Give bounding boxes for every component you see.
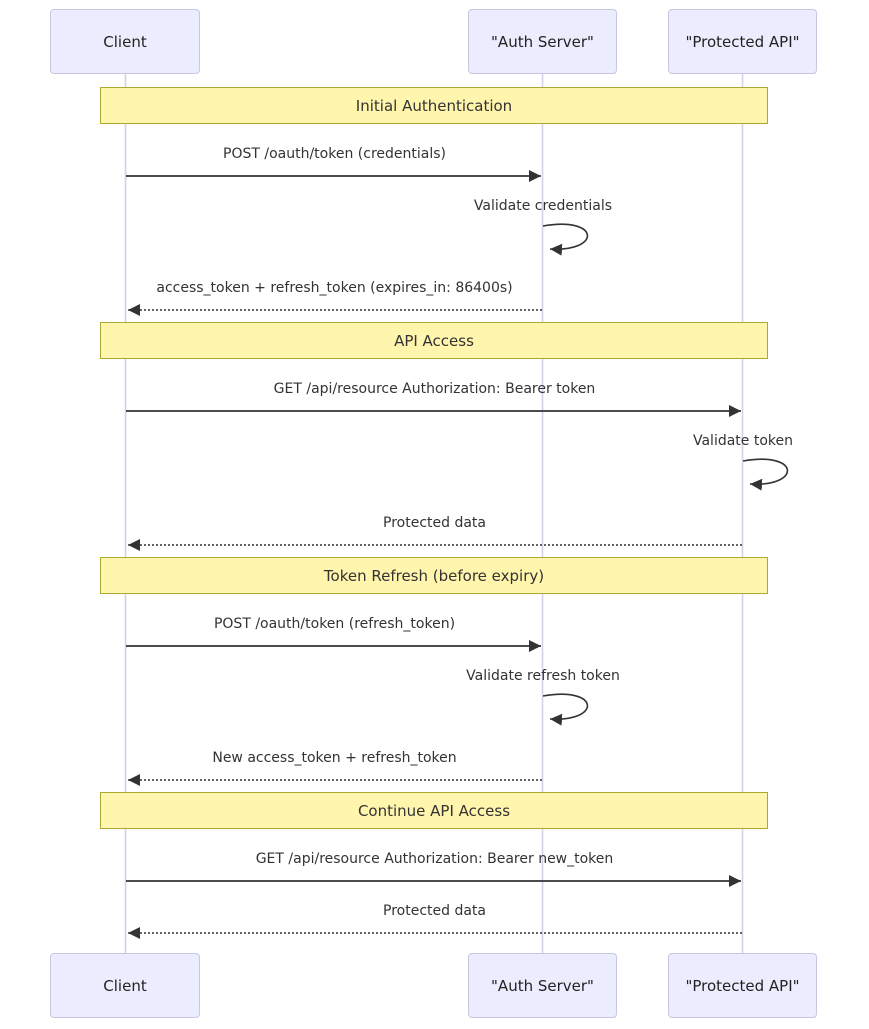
message-label-get-api-resource: GET /api/resource Authorization: Bearer … <box>273 381 596 397</box>
actor-client-bottom: Client <box>50 953 200 1018</box>
actor-client-bottom-label: Client <box>103 976 147 995</box>
section-label: API Access <box>394 331 474 350</box>
message-label-get-api-resource-new-token: GET /api/resource Authorization: Bearer … <box>255 851 614 867</box>
actor-auth-server-bottom: "Auth Server" <box>468 953 617 1018</box>
message-label-protected-data: Protected data <box>383 515 486 531</box>
message-label-validate-refresh-token: Validate refresh token <box>466 668 620 684</box>
actor-client-top: Client <box>50 9 200 74</box>
actor-protected-api-bottom-label: "Protected API" <box>685 976 800 995</box>
message-label-access-token-return: access_token + refresh_token (expires_in… <box>156 280 513 296</box>
actor-auth-server-top-label: "Auth Server" <box>491 32 594 51</box>
message-label-validate-token: Validate token <box>692 433 794 449</box>
actor-auth-server-bottom-label: "Auth Server" <box>491 976 594 995</box>
message-label-post-oauth-refresh: POST /oauth/token (refresh_token) <box>213 616 456 632</box>
section-label: Continue API Access <box>357 801 511 820</box>
message-label-validate-credentials: Validate credentials <box>473 198 613 214</box>
message-label-new-tokens-return: New access_token + refresh_token <box>212 750 457 766</box>
section-band-initial-authentication: Initial Authentication <box>100 87 768 124</box>
actor-protected-api-bottom: "Protected API" <box>668 953 817 1018</box>
self-loop-validate-refresh-token <box>542 693 589 726</box>
section-label: Token Refresh (before expiry) <box>323 566 545 585</box>
actor-client-top-label: Client <box>103 32 147 51</box>
actor-protected-api-top-label: "Protected API" <box>685 32 800 51</box>
message-label-post-oauth-credentials: POST /oauth/token (credentials) <box>223 146 446 162</box>
section-label: Initial Authentication <box>355 96 513 115</box>
self-loop-validate-credentials <box>542 223 589 256</box>
actor-auth-server-top: "Auth Server" <box>468 9 617 74</box>
section-band-api-access: API Access <box>100 322 768 359</box>
self-loop-validate-token <box>742 458 789 491</box>
actor-protected-api-top: "Protected API" <box>668 9 817 74</box>
message-label-protected-data-2: Protected data <box>383 903 486 919</box>
section-band-token-refresh: Token Refresh (before expiry) <box>100 557 768 594</box>
section-band-continue-api-access: Continue API Access <box>100 792 768 829</box>
